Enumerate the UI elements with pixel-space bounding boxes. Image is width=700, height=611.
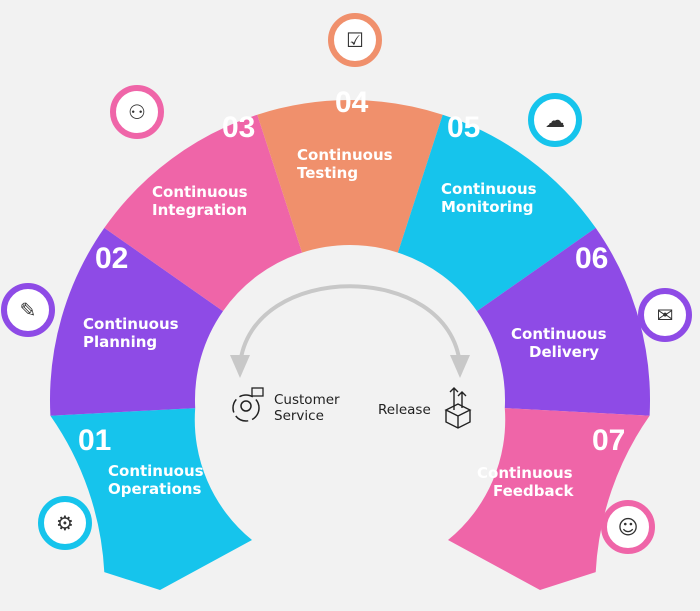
stage-label-line2: Testing	[297, 164, 358, 182]
cycle-arrow-arc	[238, 284, 462, 366]
stage-label-line1: Continuous	[83, 315, 179, 333]
customer-service-label-1: Customer	[274, 392, 340, 408]
blueprint-pencil-icon-badge: ✎	[1, 283, 55, 337]
customer-service-icon	[232, 387, 264, 422]
stage-label-line2: Planning	[83, 333, 157, 351]
stage-number: 01	[78, 424, 111, 457]
stage-number: 03	[222, 111, 255, 144]
dashboard-settings-icon: ⚙	[56, 511, 74, 535]
segment-02	[49, 227, 224, 416]
stage-label-line1: Continuous	[152, 183, 248, 201]
stage-number: 02	[95, 242, 128, 275]
release-box-icon	[444, 387, 472, 429]
stage-label-line1: Continuous	[297, 146, 393, 164]
stage-label-line1: Continuous	[441, 180, 537, 198]
segment-05	[397, 114, 596, 312]
stage-label-line2: Delivery	[529, 343, 599, 361]
checklist-icon: ☑	[346, 28, 364, 52]
release-label: Release	[378, 402, 431, 418]
stage-label-line2: Monitoring	[441, 198, 533, 216]
stage-label-line2: Operations	[108, 480, 201, 498]
stage-label-line1: Continuous	[511, 325, 607, 343]
team-feedback-icon: ☺	[618, 515, 639, 539]
stage-number: 07	[592, 424, 625, 457]
stage-label-line1: Continuous	[477, 464, 573, 482]
stage-label-line2: Integration	[152, 201, 247, 219]
arrow-head-left	[230, 355, 250, 378]
stage-number: 06	[575, 242, 608, 275]
envelope-icon-badge: ✉	[638, 288, 692, 342]
customer-service-label-2: Service	[274, 408, 324, 424]
segment-01	[50, 408, 253, 590]
blueprint-pencil-icon: ✎	[20, 298, 37, 322]
cloud-network-icon-badge: ☁	[528, 93, 582, 147]
segment-03	[104, 114, 303, 312]
cloud-network-icon: ☁	[545, 108, 565, 132]
stage-number: 05	[447, 111, 480, 144]
segment-06	[477, 227, 651, 416]
checklist-icon-badge: ☑	[328, 13, 382, 67]
dashboard-settings-icon-badge: ⚙	[38, 496, 92, 550]
stage-label-line2: Feedback	[493, 482, 574, 500]
person-puzzle-icon: ⚇	[128, 100, 146, 124]
stage-number: 04	[335, 86, 369, 119]
team-feedback-icon-badge: ☺	[601, 500, 655, 554]
envelope-icon: ✉	[657, 303, 674, 327]
segment-07	[448, 408, 650, 590]
person-puzzle-icon-badge: ⚇	[110, 85, 164, 139]
stage-label-line1: Continuous	[108, 462, 204, 480]
segment-04	[257, 100, 443, 253]
arrow-head-right	[450, 355, 470, 378]
